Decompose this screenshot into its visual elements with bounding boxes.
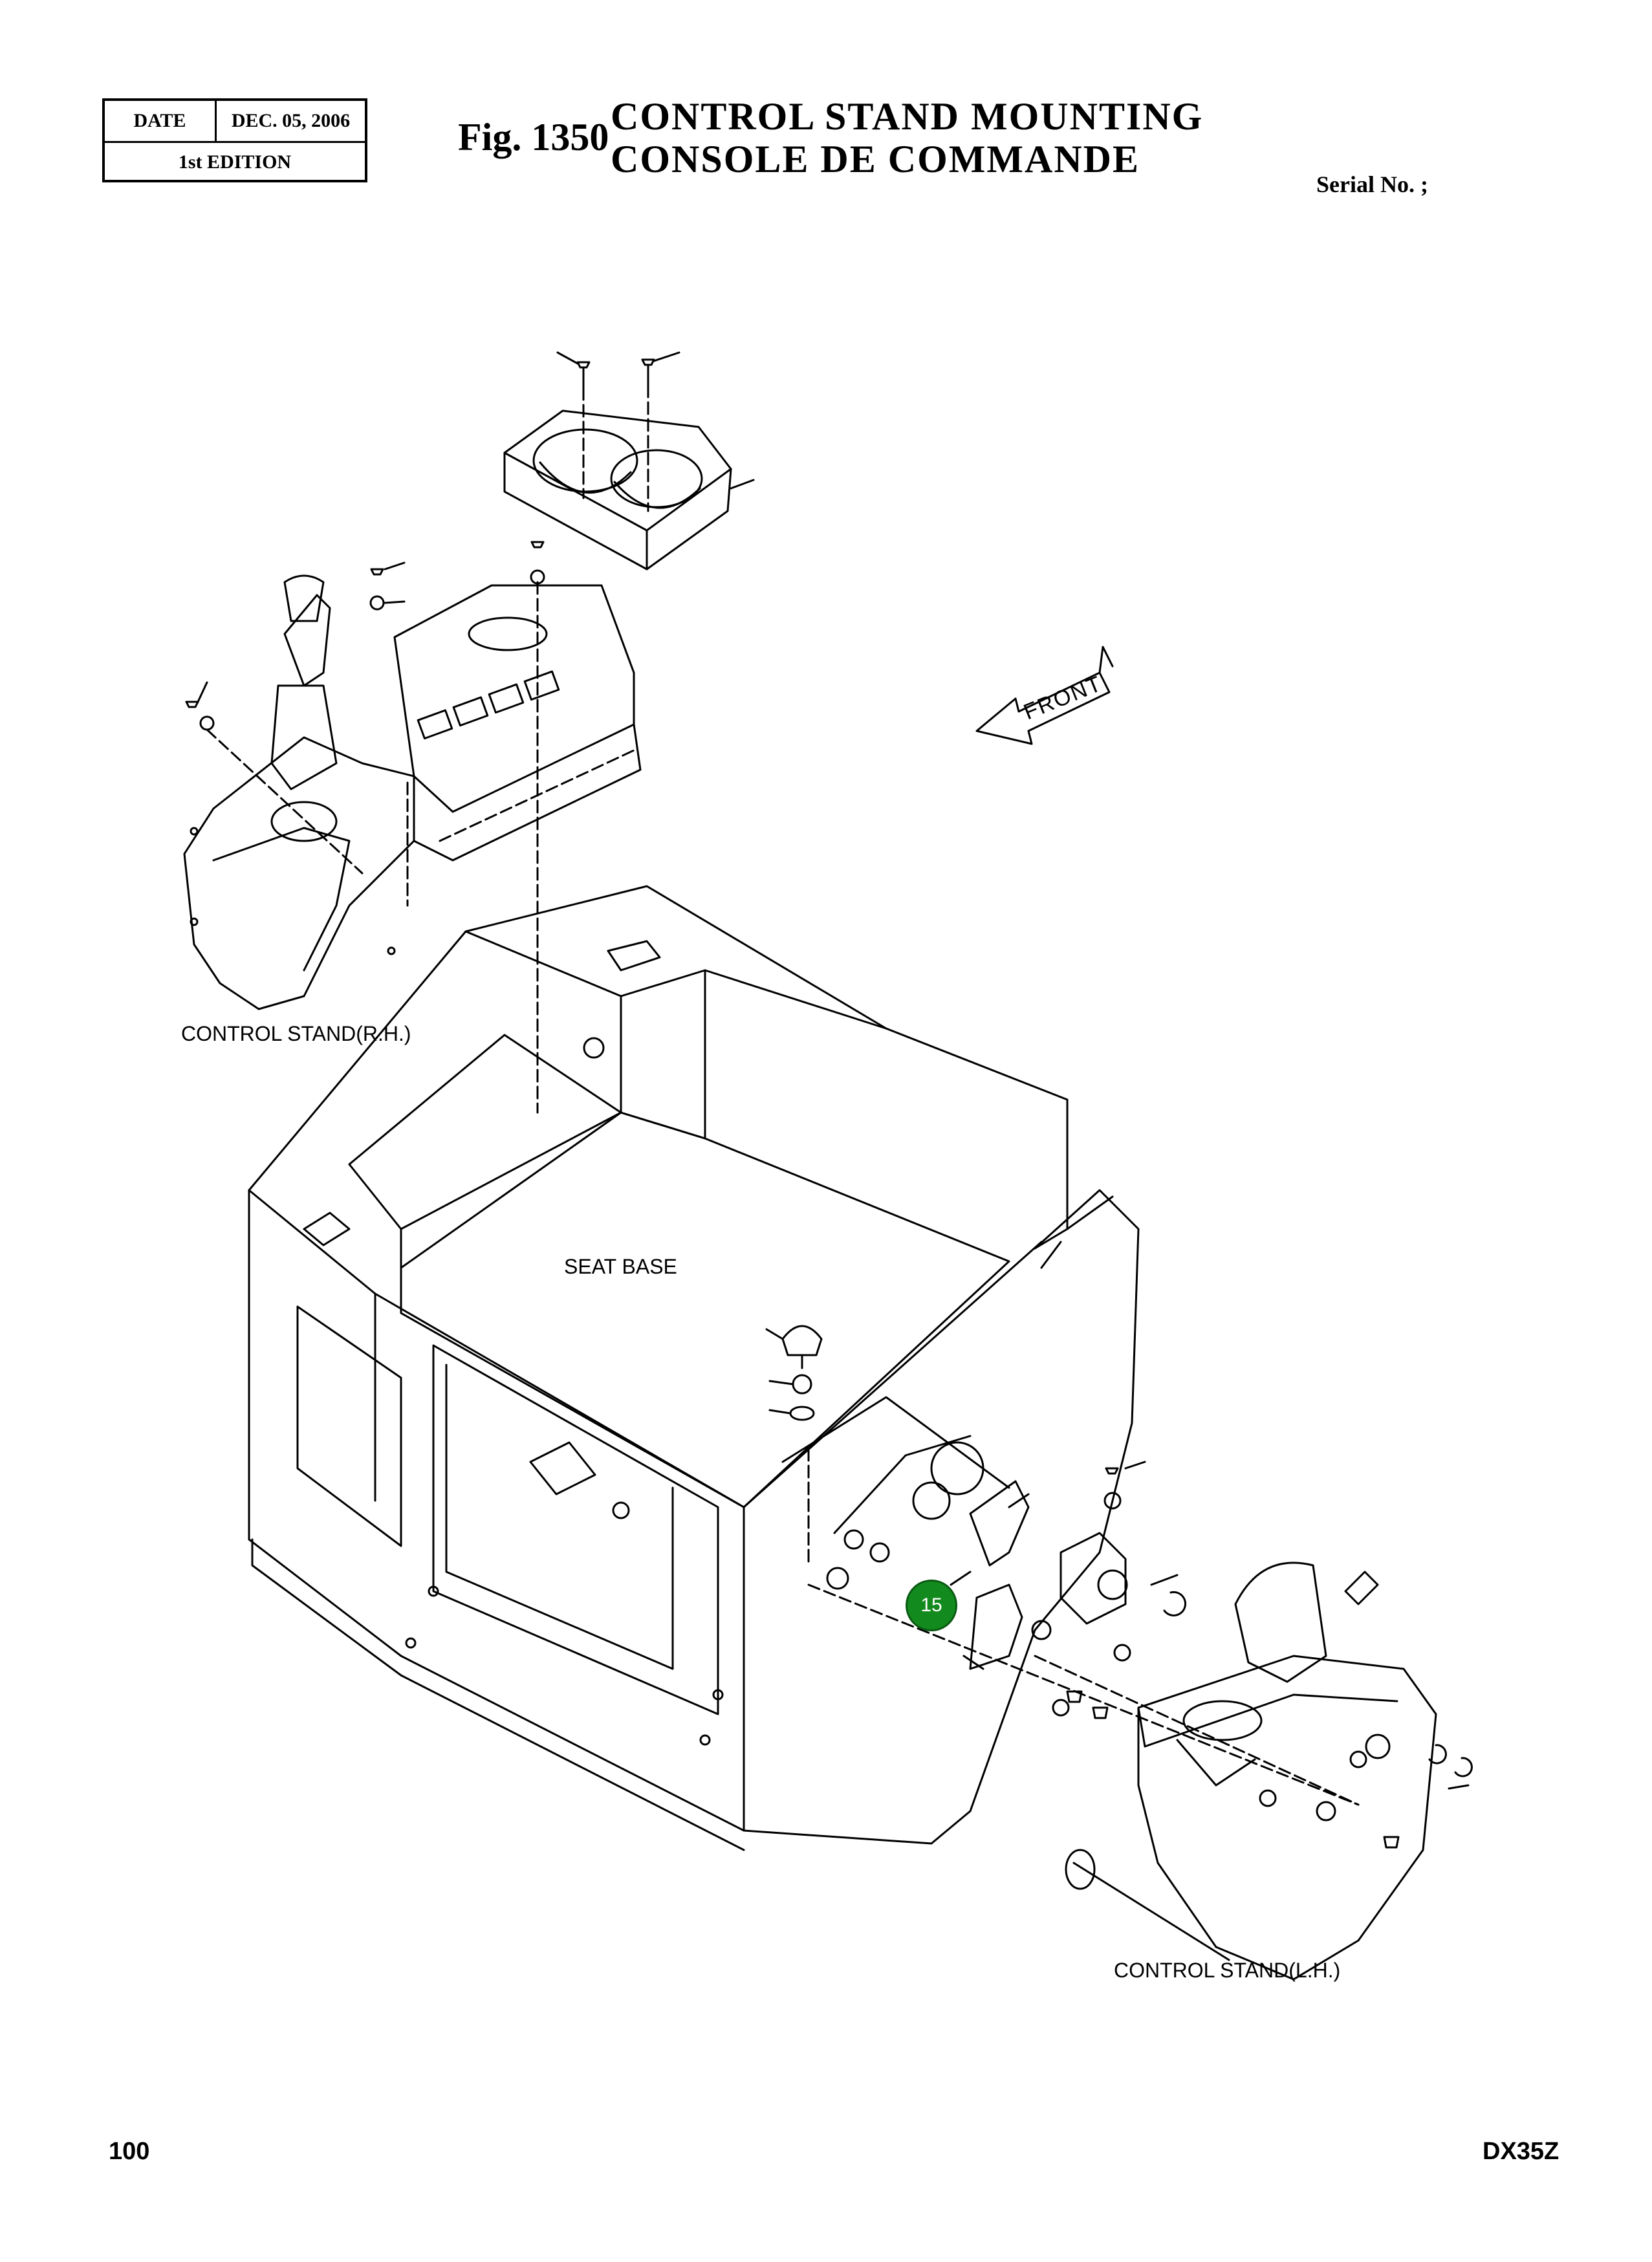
screw-set-rh <box>185 541 545 1114</box>
part-callout-15[interactable]: 15 <box>906 1580 957 1631</box>
seat-base-label: SEAT BASE <box>564 1255 677 1278</box>
figure-number: Fig. 1350 <box>458 116 609 158</box>
title-english: CONTROL STAND MOUNTING <box>611 95 1204 138</box>
serial-number: Serial No. ; <box>1316 171 1428 197</box>
front-arrow <box>975 646 1114 745</box>
model-name: DX35Z <box>1483 2138 1560 2165</box>
date-value: DEC. 05, 2006 <box>231 110 351 131</box>
callout-leader <box>950 1571 972 1586</box>
cup-holder <box>503 409 755 571</box>
title-french: CONSOLE DE COMMANDE <box>611 138 1140 180</box>
date-box: DATE DEC. 05, 2006 1st EDITION <box>102 98 367 182</box>
date-row: DATE DEC. 05, 2006 <box>105 101 365 143</box>
page-number: 100 <box>109 2138 150 2165</box>
control-stand-lh <box>1065 1561 1473 1981</box>
control-stand-rh-label: CONTROL STAND(R.H.) <box>181 1022 411 1045</box>
seat-base <box>248 885 1360 1851</box>
date-label: DATE <box>105 101 217 141</box>
edition-label: 1st EDITION <box>178 151 292 173</box>
lh-bracket-hardware <box>826 1461 1187 1719</box>
control-stand-lh-label: CONTROL STAND(L.H.) <box>1114 1959 1341 1982</box>
control-stand-rh <box>183 574 642 1010</box>
bumper-hardware <box>765 1325 823 1421</box>
screw-set-top <box>556 351 680 512</box>
